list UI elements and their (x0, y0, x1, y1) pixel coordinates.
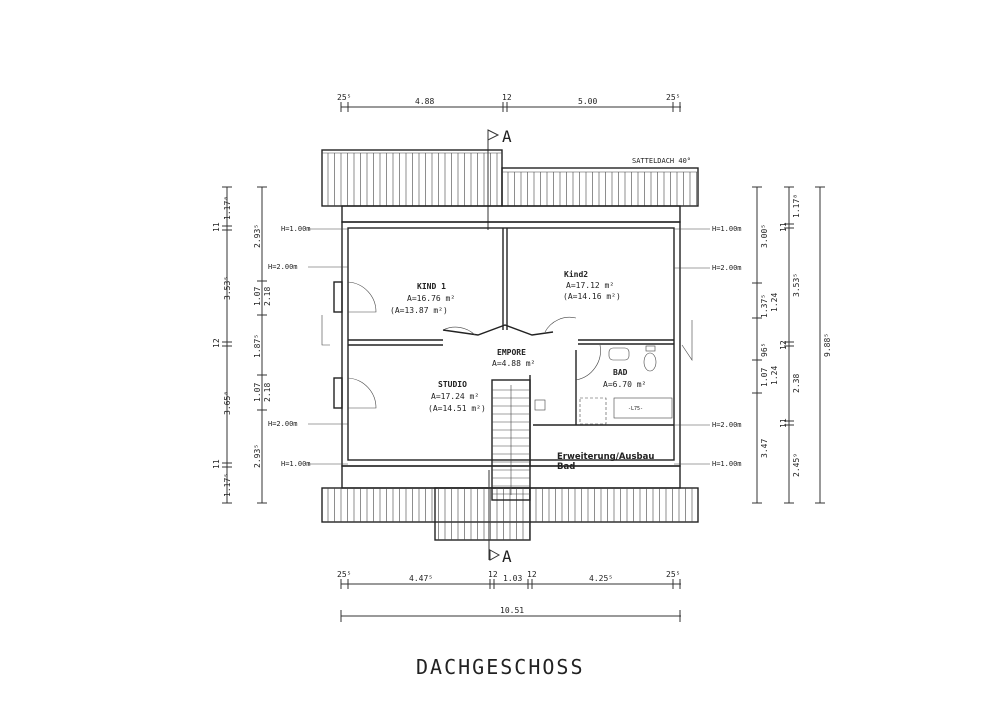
height-label: H=2.00m (712, 264, 742, 272)
dim-label: 25⁵ (666, 93, 680, 102)
dim-label: 1.17⁸ (223, 196, 232, 220)
room-name: EMPORE (497, 348, 526, 357)
bottom-dimension-chain: 25⁵ 4.47⁵ 12 1.03 12 4.25⁵ 25⁵ 10.51 (337, 570, 681, 622)
room-area: A=4.88 m² (492, 359, 535, 368)
height-label: H=2.00m (268, 420, 298, 428)
dim-label: 3.53⁵ (792, 273, 801, 297)
dim-label: 3.65⁸ (223, 391, 232, 415)
dim-label: 11 (212, 222, 221, 232)
left-dimension-chains: 1.17⁸ 11 3.53⁵ 12 3.65⁸ 11 1.17⁵ 2.93⁵ 1… (212, 186, 272, 504)
height-markers: H=1.00m H=2.00m H=2.00m H=1.00m H=1.00m … (268, 225, 742, 468)
dim-label: 25⁵ (337, 570, 351, 579)
dim-label: 12 (502, 93, 512, 102)
dim-label: 1.87⁵ (253, 334, 262, 358)
right-dimension-chains: 3.00⁵ 1.37⁵ 1.24 96⁵ 1.07 1.24 3.47 1.17… (752, 186, 832, 504)
drawing-title: DACHGESCHOSS (416, 655, 585, 679)
room-kind1: KIND 1 A=16.76 m² (A=13.87 m²) (390, 282, 455, 315)
room-extension: Erweiterung/Ausbau Bad (557, 452, 654, 472)
dim-label: 1.17⁵ (223, 473, 232, 497)
room-kind2: Kind2 A=17.12 m² (A=14.16 m²) (563, 269, 621, 301)
dim-label: 3.00⁵ (760, 224, 769, 248)
dim-label: 1.07 (253, 383, 262, 402)
dim-label: 2.38 (792, 374, 801, 393)
height-label: H=2.00m (268, 263, 298, 271)
dim-label: 3.53⁵ (223, 276, 232, 300)
room-name: BAD (613, 368, 628, 377)
room-name: Erweiterung/Ausbau (557, 452, 654, 462)
dim-label: 4.88 (415, 97, 434, 106)
height-label: H=2.00m (712, 421, 742, 429)
room-area: A=6.70 m² (603, 380, 646, 389)
room-area: A=16.76 m² (407, 294, 455, 303)
tub-label: -L75- (628, 406, 643, 412)
dim-label: 1.17⁸ (792, 194, 801, 218)
dim-label: 11 (212, 459, 221, 469)
dim-label: 12 (488, 570, 498, 579)
room-area: A=17.12 m² (566, 281, 614, 290)
dim-label: 1.24 (770, 293, 779, 312)
dim-label: 2.18 (263, 383, 272, 402)
room-area: A=17.24 m² (431, 392, 479, 401)
dim-label: 5.00 (578, 97, 597, 106)
roof-top (321, 149, 699, 223)
room-subname: Bad (557, 462, 575, 472)
room-bad: BAD A=6.70 m² (603, 368, 646, 389)
dim-label: 1.03 (503, 574, 522, 583)
dim-label: 2.18 (263, 287, 272, 306)
section-marker-bottom: A (488, 470, 512, 566)
dim-label: 12 (779, 340, 788, 350)
height-label: H=1.00m (281, 225, 311, 233)
dim-label: 1.24 (770, 366, 779, 385)
section-label: A (502, 547, 512, 566)
dim-label: 25⁵ (666, 570, 680, 579)
section-label: A (502, 127, 512, 146)
height-label: H=1.00m (712, 225, 742, 233)
room-name: Kind2 (564, 269, 588, 279)
section-marker-top: A (487, 127, 512, 230)
dim-label: 1.07 (253, 287, 262, 306)
dim-label: 10.51 (500, 606, 524, 615)
room-net-area: (A=13.87 m²) (390, 306, 448, 315)
dim-label: 12 (527, 570, 537, 579)
dim-label: 11 (779, 418, 788, 428)
height-label: H=1.00m (712, 460, 742, 468)
dim-label: 2.93⁵ (253, 444, 262, 468)
room-name: KIND 1 (417, 282, 446, 291)
bath-fixtures: -L75- (534, 345, 673, 425)
stairs (491, 379, 531, 501)
dim-label: 3.47 (760, 439, 769, 458)
dim-label: 96⁵ (760, 343, 769, 357)
dim-label: 2.45⁹ (792, 453, 801, 477)
room-empore: EMPORE A=4.88 m² (492, 348, 535, 368)
walls (321, 221, 693, 467)
dim-label: 1.37⁵ (760, 294, 769, 318)
height-label: H=1.00m (281, 460, 311, 468)
room-studio: STUDIO A=17.24 m² (A=14.51 m²) (428, 380, 486, 413)
dim-label: 4.25⁵ (589, 574, 613, 583)
dim-label: 11 (779, 222, 788, 232)
dim-label: 4.47⁵ (409, 574, 433, 583)
dim-label: 2.93⁵ (253, 224, 262, 248)
dim-label: 1.07 (760, 368, 769, 387)
room-net-area: (A=14.51 m²) (428, 404, 486, 413)
dim-label: 25⁵ (337, 93, 351, 102)
top-dimension-chain: 25⁵ 4.88 12 5.00 25⁵ (337, 93, 681, 112)
dim-label: 9.88⁵ (823, 333, 832, 357)
dim-label: 12 (212, 338, 221, 348)
room-net-area: (A=14.16 m²) (563, 292, 621, 301)
room-name: STUDIO (438, 380, 467, 389)
roof-label: SATTELDACH 40° (632, 157, 691, 165)
roof-bottom (321, 465, 699, 541)
